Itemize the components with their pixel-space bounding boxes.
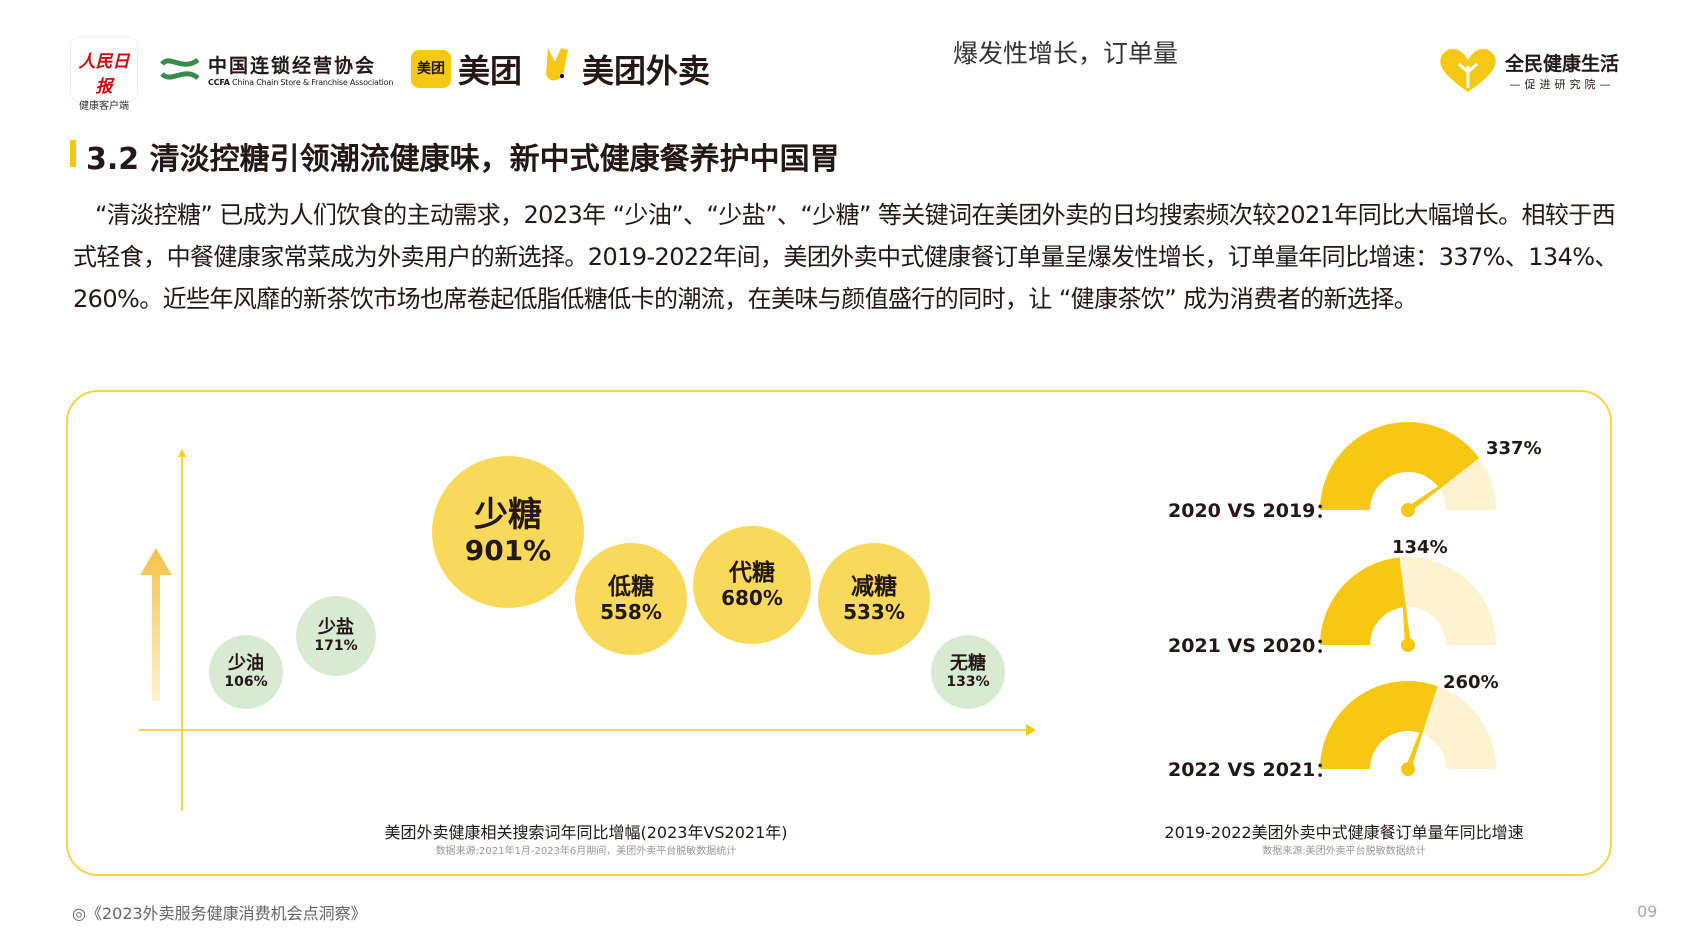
x-axis-arrow-icon — [1026, 724, 1036, 736]
heart-people-icon — [1440, 48, 1496, 92]
meituan-waimai-logo: 美团外卖 — [582, 52, 711, 90]
logo-text: 人民日报 — [78, 52, 130, 97]
logo-text: 全民健康生活 — [1505, 52, 1620, 75]
gauge-fill — [1320, 680, 1438, 769]
gauge-fill — [1320, 422, 1480, 510]
gauge-needle — [1400, 565, 1411, 646]
bubble-label: 少糖 — [474, 495, 542, 536]
gauge-value: 134% — [1392, 537, 1448, 558]
bubble-value: 533% — [843, 599, 905, 624]
people-daily-logo: 人民日报健康客户端 — [70, 36, 138, 112]
gauge-pivot — [1401, 762, 1415, 776]
gauge-track — [1420, 686, 1496, 769]
report-footer: ◎《2023外卖服务健康消费机会点洞察》 — [72, 904, 367, 923]
header-text: 爆发性增长，订单量 — [953, 39, 1179, 68]
meituan-waimai-kangaroo-icon — [546, 48, 568, 81]
gauge-needle — [1405, 693, 1436, 771]
y-axis-arrow-icon — [178, 449, 186, 457]
gauge-label: 2021 VS 2020： — [1168, 635, 1335, 657]
gauge-pivot — [1401, 503, 1415, 517]
gauge-label: 2022 VS 2021： — [1168, 759, 1335, 781]
bubble-chart-title: 美团外卖健康相关搜索词年同比增幅(2023年VS2021年) — [384, 823, 788, 842]
page-number: 09 — [1637, 902, 1658, 921]
gauge-chart-title: 2019-2022美团外卖中式健康餐订单量年同比增速 — [1164, 823, 1524, 842]
chart-panel — [66, 390, 1612, 876]
bubble-chart-source: 数据来源:2021年1月-2023年6月期间，美团外卖平台脱敏数据统计 — [435, 846, 737, 857]
bubble-label: 无糖 — [950, 652, 986, 674]
bubble-value: 106% — [224, 674, 268, 691]
bubble-value: 680% — [721, 585, 783, 610]
gauge-chart-source: 数据来源:美团外卖平台脱敏数据统计 — [1262, 846, 1426, 857]
gauge-fill — [1320, 557, 1405, 645]
logo-subtext: —促进研究院— — [1509, 77, 1615, 91]
gauge-track — [1399, 557, 1496, 645]
bubble-label: 低糖 — [608, 574, 654, 601]
ccfa-cn: 中国连锁经营协会 — [208, 55, 377, 77]
bubble-value: 133% — [946, 674, 990, 691]
title-accent-bar — [70, 140, 76, 167]
meituan-icon: 美团 — [411, 50, 451, 88]
section-title: 3.2 清淡控糖引领潮流健康味，新中式健康餐养护中国胃 — [86, 142, 840, 177]
meituan-logo: 美团 — [458, 52, 523, 90]
gauge-value: 260% — [1443, 672, 1499, 693]
logo-subtext: 健康客户端 — [79, 101, 129, 112]
body-paragraph: “清淡控糖” 已成为人们饮食的主动需求，2023年 “少油”、“少盐”、“少糖”… — [73, 201, 1618, 313]
ccfa-emblem-icon — [160, 57, 200, 81]
gauge-needle — [1406, 462, 1473, 513]
growth-arrow-icon — [140, 548, 172, 701]
bubble-value: 558% — [600, 599, 662, 624]
bubble-label: 代糖 — [729, 560, 775, 587]
bubble-label: 少油 — [228, 652, 264, 674]
gauge-label: 2020 VS 2019： — [1168, 500, 1335, 522]
gauge-value: 337% — [1486, 438, 1542, 459]
bubble-value: 901% — [464, 534, 552, 568]
ccfa-en: China Chain Store & Franchise Associatio… — [232, 78, 394, 87]
gauge-pivot — [1401, 638, 1415, 652]
bubble-label: 减糖 — [851, 574, 897, 601]
bubble-label: 少盐 — [318, 616, 354, 638]
gauge-track — [1438, 458, 1496, 510]
bubble-value: 171% — [314, 638, 358, 655]
health-institute-logo: 全民健康生活 —促进研究院— — [1435, 46, 1619, 94]
ccfa-abbr: CCFA — [208, 78, 230, 87]
